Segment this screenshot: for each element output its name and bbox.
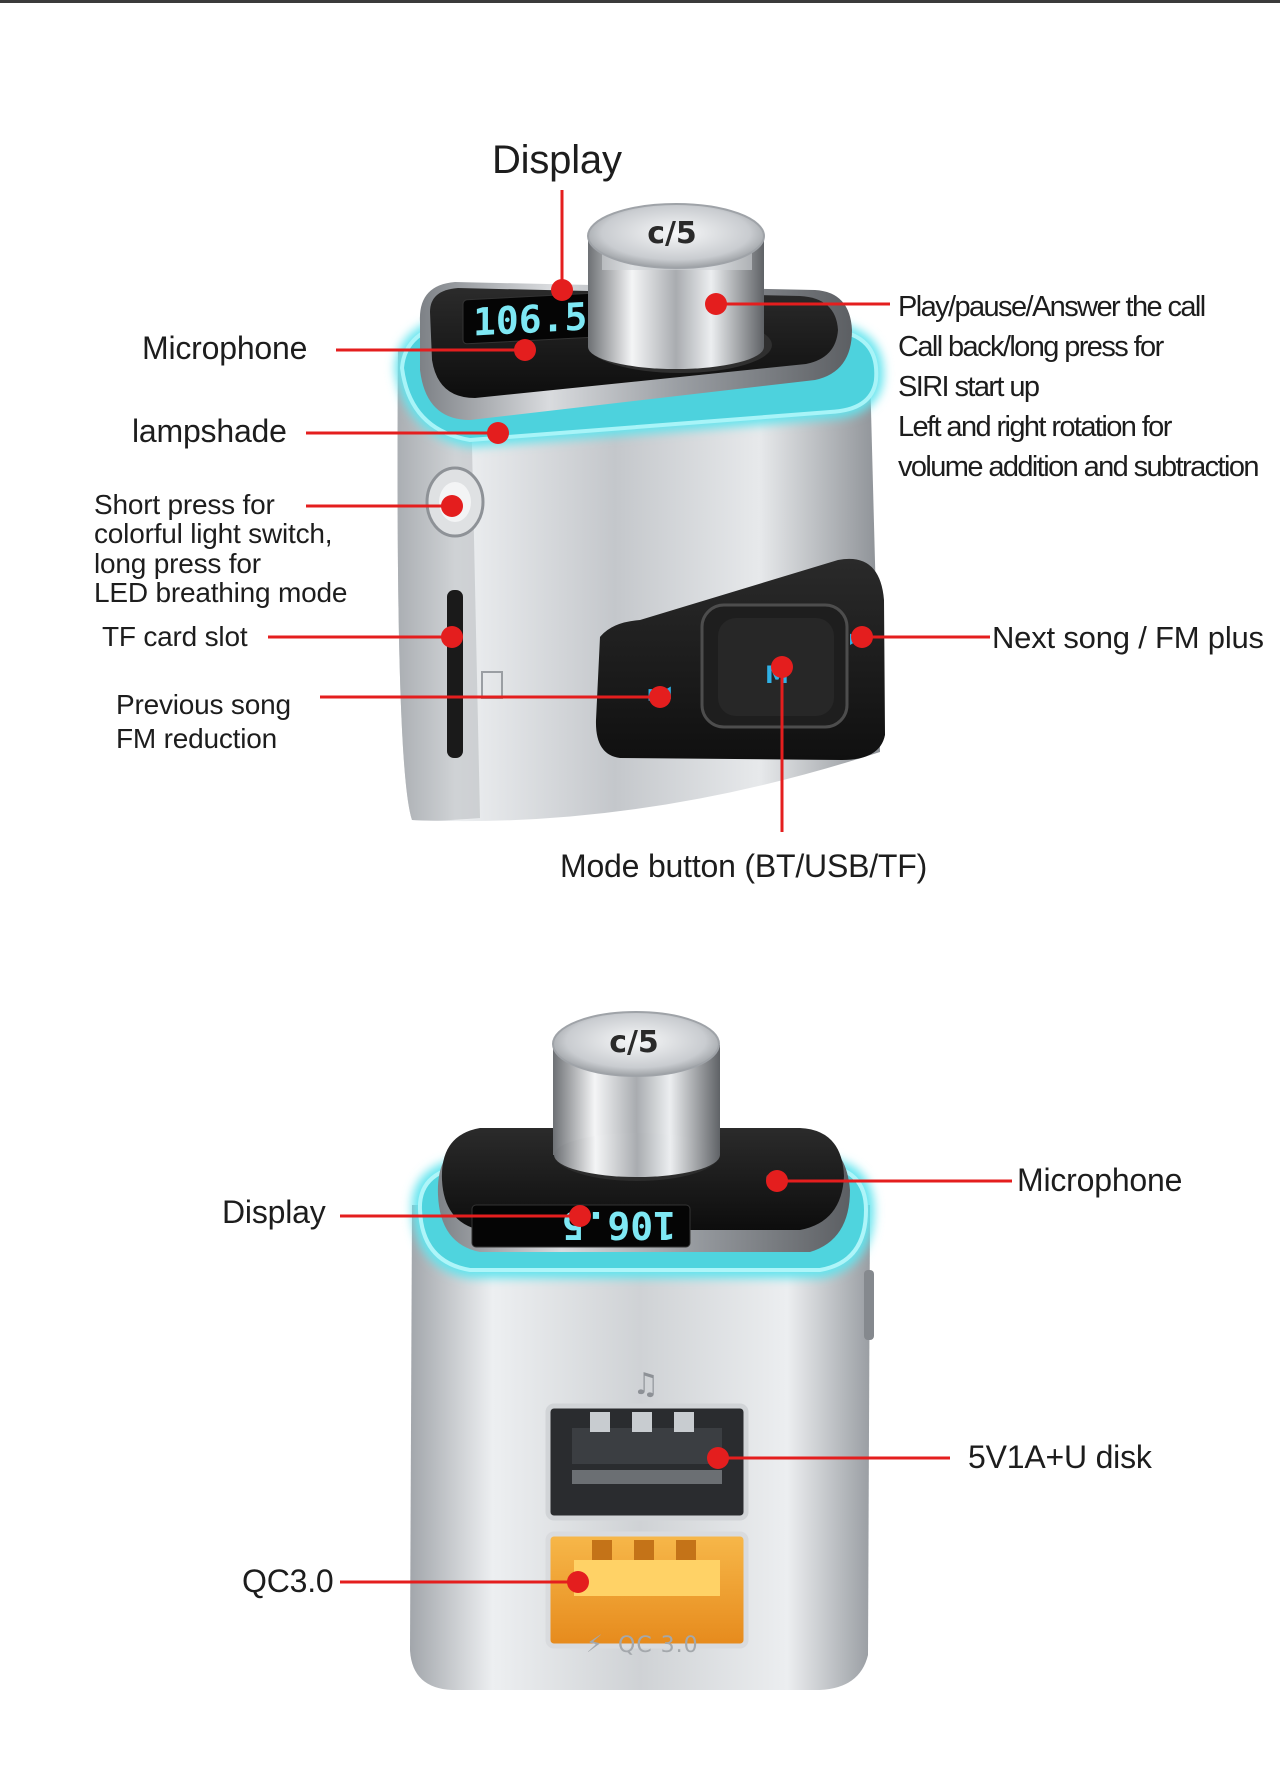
- label-microphone-1: Microphone: [142, 330, 308, 366]
- label-usb-port: 5V1A+U disk: [968, 1439, 1152, 1475]
- device-1-tf-slot: [447, 590, 463, 758]
- label-next-song: Next song / FM plus: [992, 620, 1264, 655]
- label-qc3: QC3.0: [242, 1563, 334, 1599]
- device-2-knob-logo: c/5: [609, 1025, 659, 1060]
- device-1-knob-logo: c/5: [647, 216, 697, 251]
- music-note-icon: ♫: [633, 1367, 660, 1402]
- device-2-qc-marking: QC 3.0: [618, 1633, 699, 1658]
- device-1: 106.5 c/5 M ⏮ ⏭: [394, 203, 885, 822]
- device-1-display-text: 106.5: [473, 295, 587, 345]
- label-play-pause: Play/pause/Answer the call Call back/lon…: [898, 291, 1259, 483]
- top-border: [0, 0, 1280, 3]
- callout-lines: [268, 190, 1012, 1584]
- lightning-icon: ⚡: [586, 1630, 603, 1658]
- label-tf-card-slot: TF card slot: [102, 621, 248, 652]
- device-2-knob: c/5: [552, 1011, 720, 1181]
- label-previous-song: Previous song FM reduction: [116, 689, 291, 754]
- label-display-1: Display: [492, 138, 622, 182]
- device-2: 106.5 c/5 ♫: [410, 1011, 875, 1690]
- device-2-usb-port: [545, 1403, 749, 1521]
- label-lampshade: lampshade: [132, 413, 287, 449]
- label-microphone-2: Microphone: [1017, 1162, 1183, 1198]
- device-1-display: 106.5: [462, 291, 614, 345]
- callout-dots: [441, 279, 873, 1593]
- device-1-knob: c/5: [587, 203, 772, 373]
- label-display-2: Display: [222, 1194, 326, 1230]
- device-2-qc-port: [545, 1531, 749, 1649]
- label-mode-button: Mode button (BT/USB/TF): [560, 848, 928, 884]
- label-light-switch: Short press for colorful light switch, l…: [94, 489, 348, 609]
